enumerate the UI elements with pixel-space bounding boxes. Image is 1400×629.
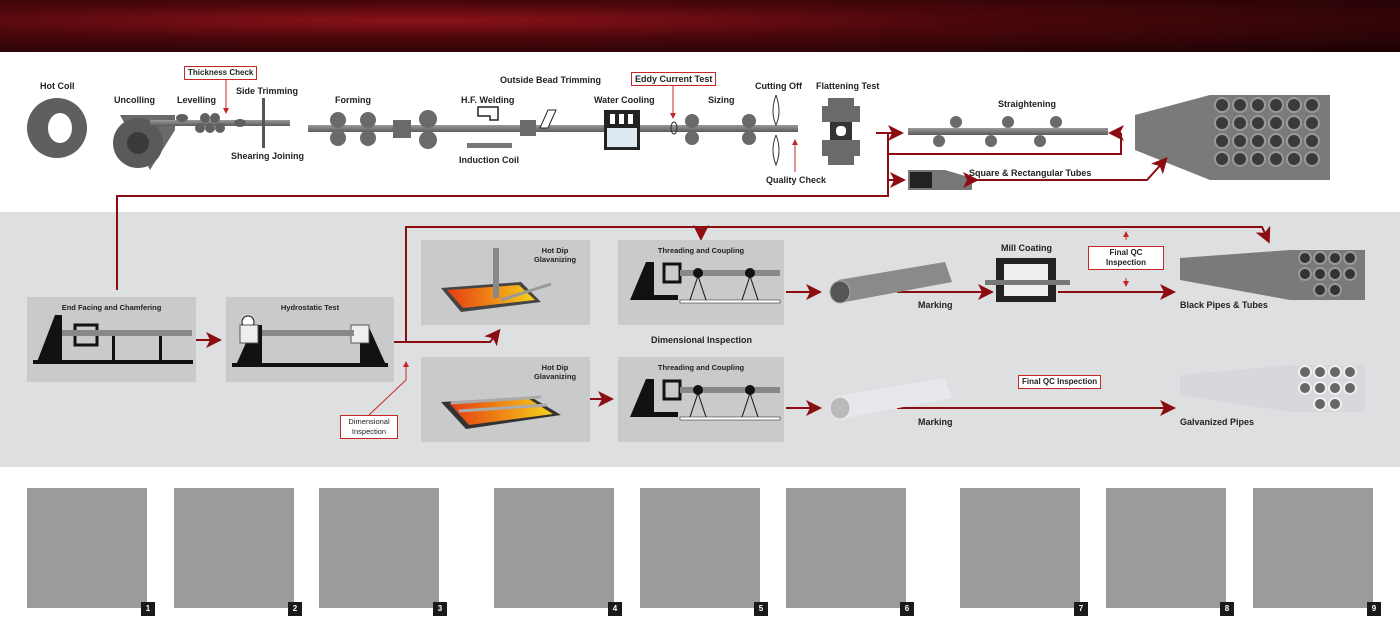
label-sizing: Sizing [708, 95, 735, 105]
panel-end-facing: End Facing and Chamfering [27, 297, 196, 382]
label-induction-coil: Induction Coil [459, 155, 519, 165]
label-forming: Forming [335, 95, 371, 105]
threading-machine-icon [630, 262, 781, 304]
tile-number: 4 [608, 602, 622, 616]
thickness-check-box: Thickness Check [184, 66, 258, 80]
label-flattening-test: Flattening Test [816, 81, 880, 91]
final-qc-top-box: Final QC Inspection [1088, 246, 1164, 270]
galvanizing-bath-icon [441, 395, 561, 429]
label-hf-welding: H.F. Welding [461, 95, 515, 105]
pipe-bundle-icon [1135, 95, 1330, 180]
dimensional-inspection-box: Dimensional Inspection [340, 415, 398, 439]
label-water-cooling: Water Cooling [594, 95, 655, 105]
label-outside-bead-trimming: Outside Bead Trimming [500, 75, 602, 85]
end-facing-title: End Facing and Chamfering [61, 303, 162, 312]
hot-coil-icon [27, 98, 87, 158]
final-qc-bottom-box: Final QC Inspection [1018, 375, 1102, 389]
tile-number: 6 [900, 602, 914, 616]
hydrostatic-title: Hydrostatic Test [280, 303, 340, 312]
panel-hot-dip-bottom: Hot Dip Glavanizing [421, 357, 590, 442]
gallery-tile[interactable]: 3 [319, 488, 447, 616]
hot-dip-top-title: Hot Dip Glavanizing [533, 246, 577, 264]
tile-number: 8 [1220, 602, 1234, 616]
panel-hydrostatic-test: Hydrostatic Test [226, 297, 394, 382]
gallery-tile[interactable]: 8 [1106, 488, 1234, 616]
panel-threading-bottom: Threading and Coupling [618, 357, 784, 442]
gallery-tile[interactable]: 5 [640, 488, 768, 616]
tile-number: 2 [288, 602, 302, 616]
end-facing-machine-icon [33, 315, 193, 364]
label-cutting-off: Cutting Off [755, 81, 802, 91]
black-pipes-bundle-icon [1180, 250, 1365, 300]
gallery-tile[interactable]: 6 [786, 488, 914, 616]
label-uncoiling: Uncolling [114, 95, 155, 105]
gallery-tile[interactable]: 9 [1253, 488, 1381, 616]
uncoiler-icon [113, 115, 175, 170]
tile-number: 7 [1074, 602, 1088, 616]
label-side-trimming: Side Trimming [236, 86, 299, 96]
galvanized-pipe-icon [829, 378, 952, 420]
label-quality-check: Quality Check [766, 175, 827, 185]
flattening-test-icon [822, 98, 860, 165]
gallery-tile[interactable]: 2 [174, 488, 302, 616]
tile-number: 1 [141, 602, 155, 616]
panel-hot-dip-top: Hot Dip Glavanizing [421, 240, 590, 325]
threading-top-title: Threading and Coupling [657, 246, 745, 255]
label-black-pipes: Black Pipes & Tubes [1180, 300, 1268, 310]
hot-dip-bottom-title: Hot Dip Glavanizing [533, 363, 577, 381]
mill-coating-icon [985, 258, 1070, 302]
label-marking-bottom: Marking [918, 417, 953, 427]
tile-number: 3 [433, 602, 447, 616]
gallery-tile[interactable]: 4 [494, 488, 622, 616]
label-straightening: Straightening [998, 99, 1056, 109]
hydrostatic-machine-icon [232, 315, 388, 367]
square-tube-icon [908, 170, 972, 190]
label-marking-top: Marking [918, 300, 953, 310]
galvanizing-bath-icon [441, 248, 552, 312]
panel-threading-top: Threading and Coupling [618, 240, 784, 325]
threading-machine-icon [630, 379, 781, 421]
galvanized-pipes-bundle-icon [1180, 365, 1365, 412]
gallery-tile[interactable]: 1 [27, 488, 155, 616]
tile-number: 5 [754, 602, 768, 616]
water-cooling-icon [604, 110, 640, 150]
header-banner [0, 0, 1400, 52]
label-dimensional-inspection: Dimensional Inspection [651, 335, 753, 345]
label-shearing-joining: Shearing Joining [231, 151, 305, 161]
label-square-tubes: Square & Rectangular Tubes [969, 168, 1092, 178]
gallery-tile[interactable]: 7 [960, 488, 1088, 616]
tile-number: 9 [1367, 602, 1381, 616]
black-pipe-icon [829, 262, 952, 304]
label-mill-coating: Mill Coating [1001, 243, 1052, 253]
label-levelling: Levelling [177, 95, 217, 105]
threading-bottom-title: Threading and Coupling [657, 363, 745, 372]
eddy-current-test-box: Eddy Current Test [631, 72, 717, 86]
label-hot-coil: Hot Coll [40, 81, 75, 91]
label-galvanized-pipes: Galvanized Pipes [1180, 417, 1255, 427]
